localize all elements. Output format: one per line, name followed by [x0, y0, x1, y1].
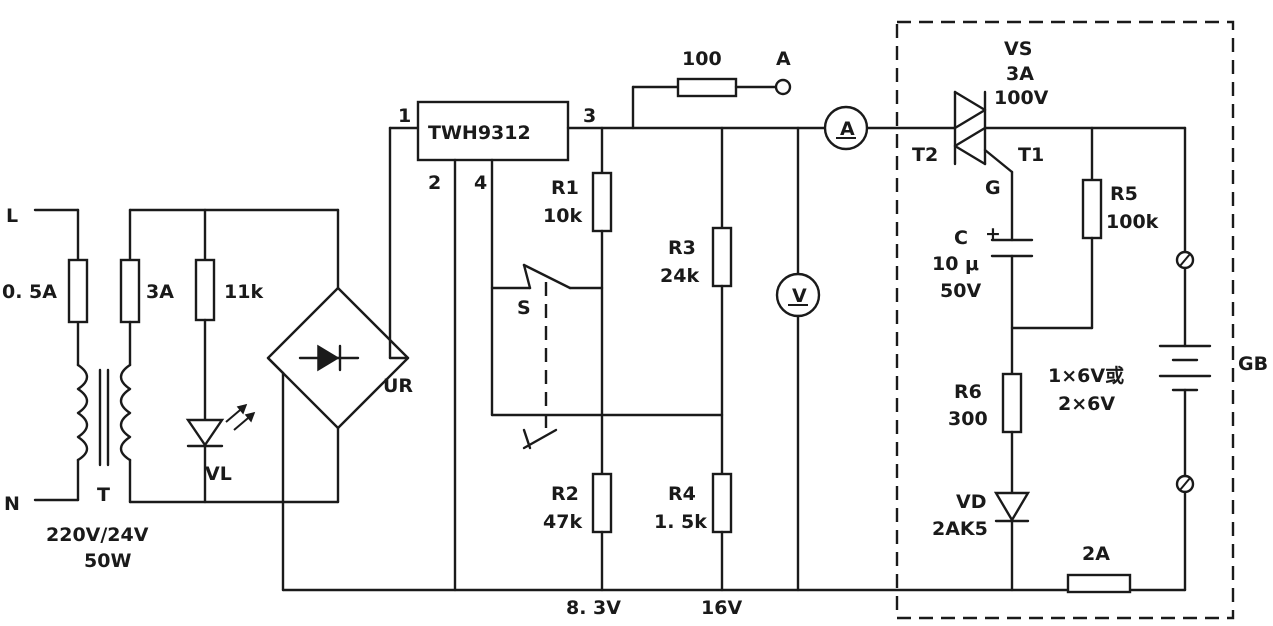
switch-s-upper[interactable]: [522, 263, 532, 290]
label-l: L: [6, 205, 18, 227]
fuse-secondary: [119, 258, 141, 324]
resistor-r1: [591, 171, 613, 233]
label-r6-value: 300: [948, 408, 988, 430]
label-fuse-battery: 2A: [1082, 543, 1110, 565]
label-c-name: C: [954, 227, 968, 249]
label-fuse-secondary: 3A: [146, 281, 174, 303]
bridge-rectifier: [266, 286, 410, 430]
label-c-plus: +: [985, 223, 1001, 245]
fuse-battery: [1066, 573, 1132, 594]
label-led: VL: [205, 463, 232, 485]
label-r5-name: R5: [1110, 183, 1138, 205]
label-voltmeter: V: [792, 285, 807, 307]
label-r2-name: R2: [551, 483, 579, 505]
label-vd-value: 2AK5: [932, 518, 988, 540]
label-r1-name: R1: [551, 177, 579, 199]
label-c-value: 10 μ: [932, 253, 979, 275]
label-r100: 100: [682, 48, 722, 70]
fuse-primary: [67, 258, 89, 324]
label-battery-1: 1×6V或: [1048, 364, 1124, 387]
resistor-r2: [591, 472, 613, 534]
label-bridge: UR: [383, 375, 413, 397]
label-gate: G: [985, 177, 1001, 199]
label-switch: S: [517, 297, 531, 319]
label-transformer: T: [97, 484, 110, 506]
label-r3-value: 24k: [660, 265, 699, 287]
label-transformer-power: 50W: [84, 550, 131, 572]
transformer-primary-coil: [76, 363, 89, 462]
label-pin2: 2: [428, 172, 441, 194]
resistor-r4: [711, 472, 733, 534]
label-ammeter: A: [840, 118, 855, 140]
resistor-100: [676, 77, 738, 98]
label-r5-value: 100k: [1106, 211, 1159, 233]
resistor-r6: [1001, 372, 1023, 434]
label-r4-value: 1. 5k: [654, 511, 707, 533]
label-pin4: 4: [474, 172, 487, 194]
label-r3-name: R3: [668, 237, 696, 259]
transformer-secondary-coil: [119, 363, 132, 462]
label-n: N: [4, 493, 20, 515]
resistor-indicator: [194, 258, 216, 322]
label-resistor-indicator: 11k: [224, 281, 263, 303]
label-t1: T1: [1018, 144, 1044, 166]
terminal-a[interactable]: [774, 78, 792, 96]
label-transformer-rating: 220V/24V: [46, 524, 149, 546]
diode-vd: [993, 491, 1031, 523]
label-battery-2: 2×6V: [1058, 393, 1115, 415]
label-ic: TWH9312: [428, 122, 531, 144]
label-vs-name: VS: [1004, 38, 1032, 60]
led-indicator: [185, 418, 225, 448]
label-c-voltage: 50V: [940, 280, 981, 302]
label-v16: 16V: [701, 597, 742, 619]
label-point-a: A: [776, 48, 791, 70]
label-vs-current: 3A: [1006, 63, 1034, 85]
label-v83: 8. 3V: [566, 597, 621, 619]
mains-input: [33, 208, 80, 502]
label-r4-name: R4: [668, 483, 696, 505]
label-pin3: 3: [583, 105, 596, 127]
resistor-r3: [711, 226, 733, 288]
label-pin1: 1: [398, 105, 411, 127]
label-vd-name: VD: [956, 491, 986, 513]
label-gb: GB: [1238, 353, 1268, 375]
label-r2-value: 47k: [543, 511, 582, 533]
label-t2: T2: [912, 144, 938, 166]
label-r6-name: R6: [954, 381, 982, 403]
resistor-r5: [1081, 178, 1103, 240]
charger-module-boundary: [895, 20, 1235, 620]
triac-vs: [953, 90, 987, 166]
label-r1-value: 10k: [543, 205, 582, 227]
label-vs-voltage: 100V: [994, 87, 1049, 109]
ic-twh9312: [416, 100, 570, 162]
label-fuse-primary: 0. 5A: [2, 281, 57, 303]
